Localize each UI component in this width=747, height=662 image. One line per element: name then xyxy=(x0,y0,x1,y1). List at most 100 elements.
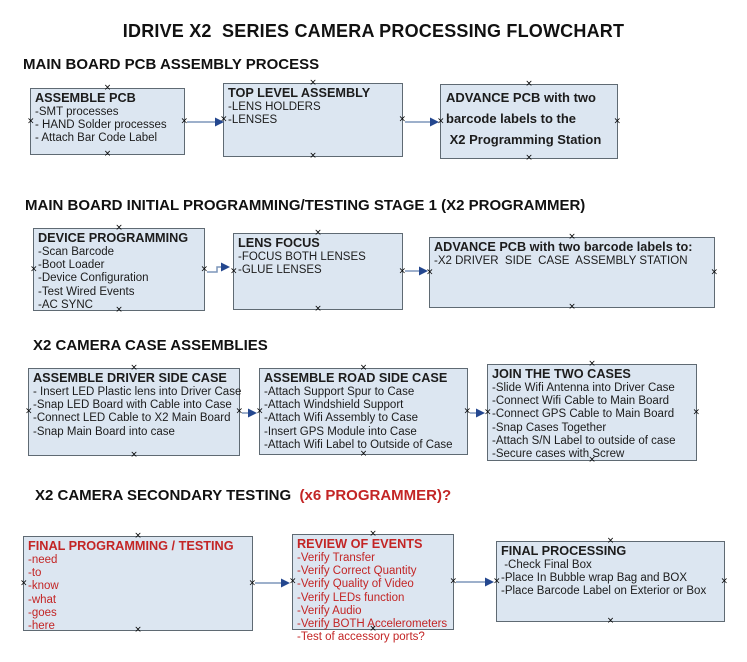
step-item: -Snap LED Board with Cable into Case xyxy=(33,399,232,412)
anchor-icon: × xyxy=(613,116,621,126)
section-heading-red-suffix: (x6 PROGRAMMER)? xyxy=(299,487,452,504)
anchor-icon: × xyxy=(25,406,33,417)
anchor-icon: × xyxy=(369,529,377,539)
box-title: ASSEMBLE ROAD SIDE CASE xyxy=(264,371,448,385)
box-title: JOIN THE TWO CASES xyxy=(492,367,631,381)
step-item: -Slide Wifi Antenna into Driver Case xyxy=(492,382,675,394)
anchor-icon: × xyxy=(256,406,264,416)
flow-arrow xyxy=(456,577,494,587)
anchor-icon: × xyxy=(134,625,142,635)
flow-arrow xyxy=(207,262,230,273)
step-item: -know xyxy=(28,580,59,593)
box-title: ADVANCE PCB with two barcode labels to: xyxy=(434,240,693,254)
section-heading-text: X2 CAMERA SECONDARY TESTING xyxy=(35,487,300,504)
step-item: -what xyxy=(28,593,57,606)
step-item: -Attach Wifi Label to Outside of Case xyxy=(264,438,453,451)
step-item: -Verify BOTH Accelerometers xyxy=(297,618,448,631)
step-item: -Place In Bubble wrap Bag and BOX xyxy=(501,572,688,585)
flow-box-final-processing: × × × × FINAL PROCESSING -Check Final Bo… xyxy=(493,537,728,626)
step-item: -Attach Support Spur to Case xyxy=(264,386,415,398)
anchor-icon: × xyxy=(314,228,322,238)
step-item: -Connect GPS Cable to Main Board xyxy=(492,408,675,421)
flow-box-final-programming-testing: × × × × FINAL PROGRAMMING / TESTING -nee… xyxy=(20,532,256,635)
section-heading-initial-programming: MAIN BOARD INITIAL PROGRAMMING/TESTING S… xyxy=(25,197,586,214)
anchor-icon: × xyxy=(588,455,596,465)
anchor-icon: × xyxy=(720,576,728,586)
flow-arrow xyxy=(405,117,439,127)
step-item: -Attach Windshield Support xyxy=(264,399,404,412)
box-title: DEVICE PROGRAMMING xyxy=(38,231,189,245)
anchor-icon: × xyxy=(220,114,228,125)
anchor-icon: × xyxy=(525,79,533,89)
anchor-icon: × xyxy=(235,406,243,417)
page-title: IDRIVE X2 SERIES CAMERA PROCESSING FLOWC… xyxy=(122,21,625,41)
anchor-icon: × xyxy=(359,363,368,373)
anchor-icon: × xyxy=(230,266,238,276)
step-item: -Verify Correct Quantity xyxy=(297,565,417,578)
box-title: LENS FOCUS xyxy=(238,236,320,250)
step-item: - HAND Solder processes xyxy=(35,119,167,132)
box-title: FINAL PROGRAMMING / TESTING xyxy=(28,539,234,553)
flow-box-join-the-two-cases: × × × × JOIN THE TWO CASES -Slide Wifi A… xyxy=(484,360,700,465)
step-item: -X2 DRIVER SIDE CASE ASSEMBLY STATION xyxy=(434,255,688,267)
step-item: -Test Wired Events xyxy=(38,285,135,298)
anchor-icon: × xyxy=(710,267,718,277)
step-item: -Verify Quality of Video xyxy=(297,578,414,591)
anchor-icon: × xyxy=(115,305,123,315)
step-item: -Attach Wifi Assembly to Case xyxy=(264,412,419,425)
box-title: REVIEW OF EVENTS xyxy=(297,537,423,551)
anchor-icon: × xyxy=(27,116,35,126)
step-item: -Secure cases with Screw xyxy=(492,448,625,461)
anchor-icon: × xyxy=(568,302,576,312)
anchor-icon: × xyxy=(30,264,38,274)
step-item: -Verify Audio xyxy=(297,604,362,617)
anchor-icon: × xyxy=(398,114,406,125)
anchor-icon: × xyxy=(248,578,256,588)
anchor-icon: × xyxy=(115,223,123,233)
anchor-icon: × xyxy=(493,576,501,586)
anchor-icon: × xyxy=(606,536,615,546)
anchor-icon: × xyxy=(484,407,492,417)
flow-arrow xyxy=(255,578,290,588)
step-item: -LENS HOLDERS xyxy=(228,101,321,113)
step-item: -Snap Cases Together xyxy=(492,421,607,434)
flow-box-top-level-assembly: × × × × TOP LEVEL ASSEMBLY -LENS HOLDERS… xyxy=(220,79,406,161)
step-item: -Snap Main Board into case xyxy=(33,425,175,438)
flow-box-review-of-events: × × × × REVIEW OF EVENTS -Verify Transfe… xyxy=(289,530,457,644)
anchor-icon: × xyxy=(606,616,615,626)
anchor-icon: × xyxy=(130,363,138,373)
flow-arrow xyxy=(405,266,428,276)
anchor-icon: × xyxy=(314,304,322,314)
anchor-icon: × xyxy=(692,407,700,417)
box-text-line: X2 Programming Station xyxy=(446,132,602,147)
step-item: -Insert GPS Module into Case xyxy=(264,425,417,438)
box-text-line: barcode labels to the xyxy=(446,111,577,126)
anchor-icon: × xyxy=(20,578,28,588)
step-item: -Connect LED Cable to X2 Main Board xyxy=(33,412,231,425)
anchor-icon: × xyxy=(359,449,368,459)
step-item: -Scan Barcode xyxy=(38,246,115,258)
step-item: -Place Barcode Label on Exterior or Box xyxy=(501,585,707,598)
step-item: -FOCUS BOTH LENSES xyxy=(238,251,366,263)
anchor-icon: × xyxy=(103,149,112,159)
step-item: -Check Final Box xyxy=(501,559,592,571)
box-title: FINAL PROCESSING xyxy=(501,544,627,558)
step-item: - Insert LED Plastic lens into Driver Ca… xyxy=(33,386,242,398)
anchor-icon: × xyxy=(398,266,406,276)
flow-box-lens-focus: × × × × LENS FOCUS -FOCUS BOTH LENSES -G… xyxy=(230,229,406,314)
step-item: -Boot Loader xyxy=(38,259,105,272)
anchor-icon: × xyxy=(525,153,533,163)
anchor-icon: × xyxy=(200,264,208,274)
anchor-icon: × xyxy=(180,116,188,126)
step-item: -Attach S/N Label to outside of case xyxy=(492,434,676,447)
flow-box-advance-pcb-programming-station: × × × × ADVANCE PCB with two barcode lab… xyxy=(437,80,621,163)
step-item: -here xyxy=(28,620,55,633)
step-item: -goes xyxy=(28,606,57,619)
step-item: -Verify Transfer xyxy=(297,552,375,564)
anchor-icon: × xyxy=(588,359,596,369)
step-item: -Test of accessory ports? xyxy=(297,631,425,644)
section-heading-pcb-assembly: MAIN BOARD PCB ASSEMBLY PROCESS xyxy=(23,56,320,73)
anchor-icon: × xyxy=(369,624,377,634)
box-title: ASSEMBLE PCB xyxy=(35,91,136,105)
